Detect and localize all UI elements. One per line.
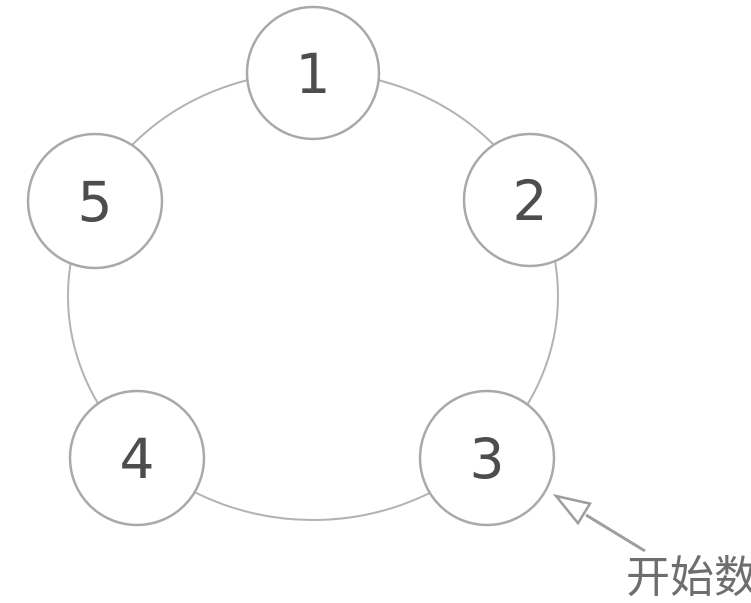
node-1-circle	[245, 5, 381, 141]
arrow-head-icon	[552, 493, 592, 526]
node-2-label: 2	[513, 169, 548, 233]
start-counting-label: 开始数	[626, 552, 751, 603]
node-3-circle	[418, 389, 556, 527]
arrow-shaft	[585, 513, 646, 553]
node-3-label: 3	[470, 427, 505, 491]
node-1-label: 1	[296, 42, 331, 106]
node-5-circle	[26, 132, 164, 270]
node-3: 3	[418, 389, 556, 527]
node-4: 4	[68, 389, 206, 527]
node-1: 1	[245, 5, 381, 141]
node-5: 5	[26, 132, 164, 270]
start-arrow	[552, 493, 646, 553]
node-2-circle	[462, 132, 598, 268]
node-4-label: 4	[120, 427, 155, 491]
node-4-circle	[68, 389, 206, 527]
node-2: 2	[462, 132, 598, 268]
node-5-label: 5	[78, 170, 113, 234]
